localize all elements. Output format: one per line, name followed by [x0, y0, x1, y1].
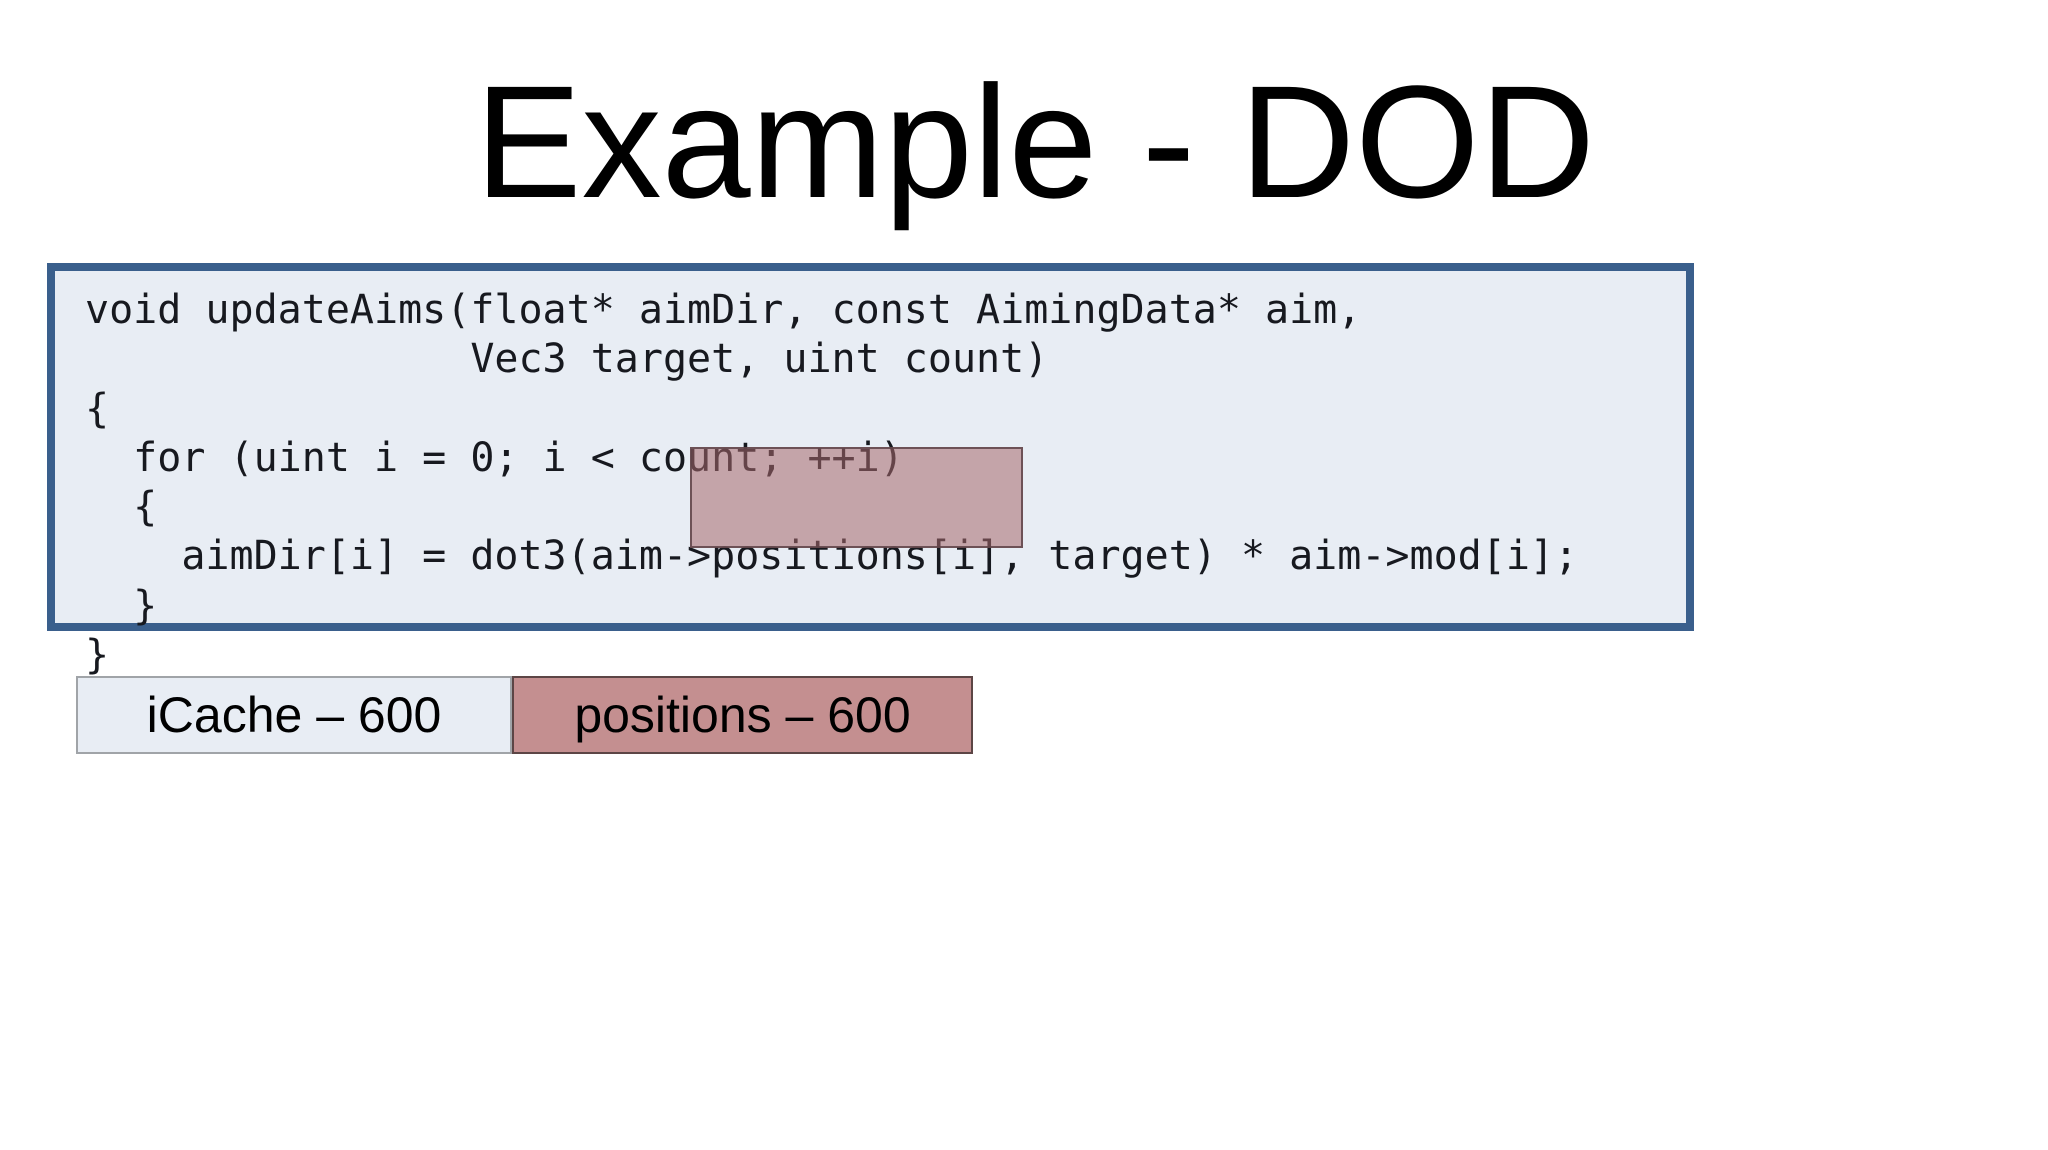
legend-box-positions: positions – 600 [512, 676, 973, 754]
legend-label-icache: iCache – 600 [146, 687, 442, 743]
legend-box-icache: iCache – 600 [76, 676, 512, 754]
legend-label-positions: positions – 600 [574, 687, 911, 743]
code-highlight-overlay [690, 447, 1023, 548]
slide-title: Example - DOD [474, 52, 1596, 231]
